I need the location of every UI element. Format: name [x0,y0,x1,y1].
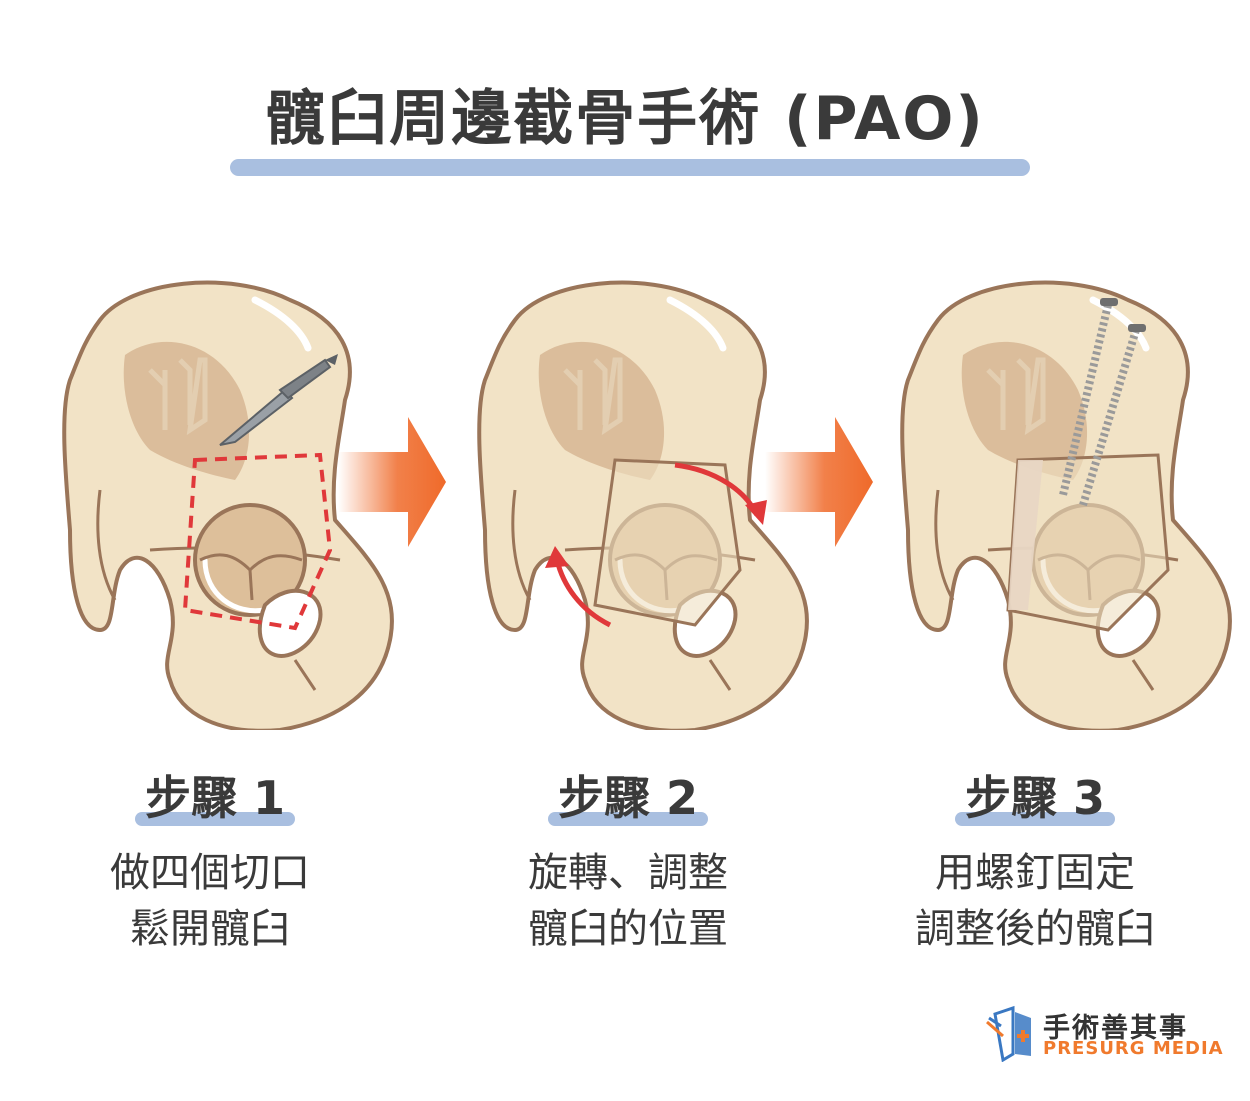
stage-2-illustration [445,250,865,730]
step-2-label: 步驟 2 [557,771,699,825]
step-3: 步驟 3 [885,762,1185,828]
stage-3-illustration [868,250,1250,730]
step-3-description: 用螺釘固定 調整後的髖臼 [855,845,1215,957]
step-3-line-2: 調整後的髖臼 [915,906,1155,952]
process-arrow-icon [338,417,446,547]
step-2-underline [548,812,708,826]
cut-lines [182,452,333,631]
step-1-line-1: 做四個切口 [110,850,310,896]
step-3-line-1: 用螺釘固定 [935,850,1135,896]
stage-1-illustration [30,250,450,730]
screw-icon [1079,324,1146,507]
rotate-arrow-icon [554,559,612,628]
process-arrow-icon [765,417,873,547]
step-1-description: 做四個切口 鬆開髖臼 [30,845,390,957]
brand-name-cn: 手術善其事 [1043,1013,1188,1044]
step-2-line-2: 髖臼的位置 [528,906,728,952]
title-underline [230,159,1030,176]
step-3-label: 步驟 3 [964,771,1106,825]
brand-logo-icon [986,1005,1031,1062]
screw-icon [1059,298,1118,496]
scalpel-icon [219,354,338,446]
step-2-line-1: 旋轉、調整 [528,850,728,896]
step-2: 步驟 2 [478,762,778,828]
brand-name-en: PRESURG MEDIA [1043,1038,1224,1059]
step-1-underline [135,812,295,826]
step-1-label: 步驟 1 [144,771,286,825]
step-1-line-2: 鬆開髖臼 [130,906,290,952]
step-2-description: 旋轉、調整 髖臼的位置 [448,845,808,957]
step-3-underline [955,812,1115,826]
brand: 手術善其事 PRESURG MEDIA [985,1002,1225,1064]
step-1: 步驟 1 [65,762,365,828]
page-title: 髖臼周邊截骨手術 (PAO) [265,84,985,154]
